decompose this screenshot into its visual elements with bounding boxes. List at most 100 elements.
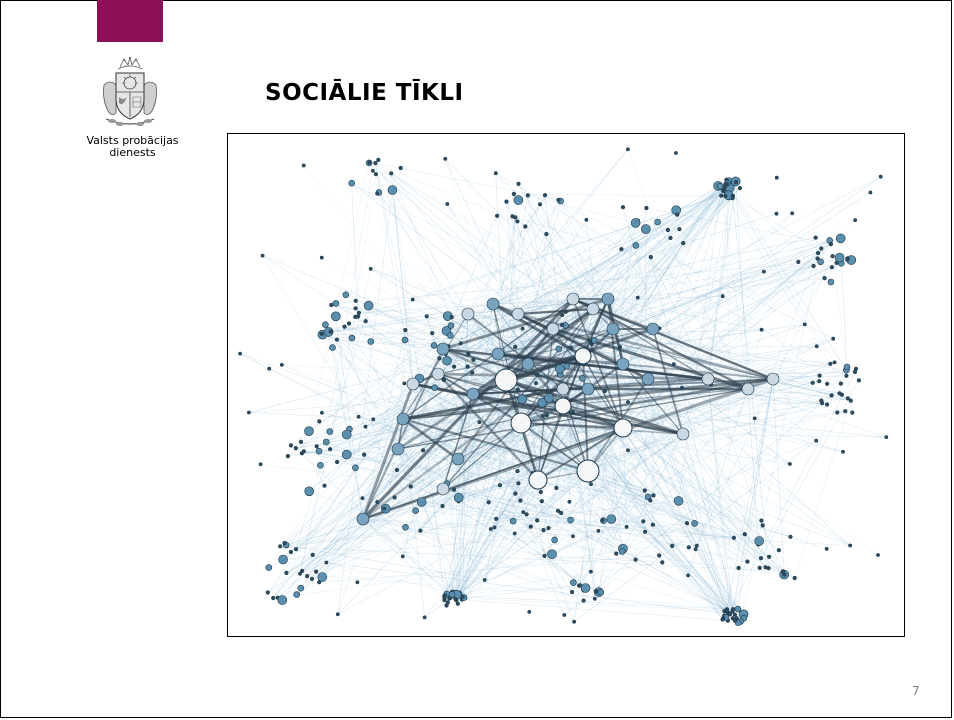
- network-node: [320, 410, 324, 415]
- coat-of-arms-icon: [98, 55, 162, 129]
- network-node: [589, 482, 593, 487]
- network-node: [293, 547, 299, 552]
- network-node: [284, 570, 289, 576]
- network-node: [731, 535, 737, 540]
- network-node: [657, 553, 662, 558]
- network-node: [492, 525, 497, 530]
- network-node: [815, 256, 820, 261]
- network-node: [570, 590, 575, 595]
- network-node: [418, 528, 423, 533]
- network-node: [304, 574, 310, 579]
- network-node: [278, 544, 283, 549]
- network-node: [567, 499, 572, 504]
- network-node: [494, 516, 499, 521]
- network-node: [445, 600, 450, 605]
- network-illustration: [227, 133, 905, 637]
- network-node: [455, 601, 460, 606]
- network-node: [363, 319, 368, 324]
- network-node: [387, 185, 398, 195]
- network-node: [486, 297, 500, 311]
- network-node: [546, 322, 560, 336]
- network-node: [430, 342, 438, 349]
- network-node: [686, 573, 691, 578]
- network-node: [648, 498, 653, 503]
- network-node: [648, 254, 653, 260]
- network-node: [670, 543, 675, 549]
- network-node: [447, 322, 455, 329]
- network-node: [641, 519, 646, 524]
- network-node: [515, 387, 520, 392]
- network-node: [278, 554, 288, 565]
- network-nodes: [238, 147, 889, 627]
- network-node: [416, 497, 427, 507]
- slide-title: SOCIĀLIE TĪKLI: [265, 80, 464, 106]
- network-node: [602, 388, 608, 394]
- network-node: [403, 328, 408, 333]
- network-node: [392, 495, 397, 500]
- network-node: [569, 345, 574, 351]
- network-node: [596, 528, 601, 533]
- network-node: [824, 402, 830, 407]
- network-node: [360, 496, 365, 501]
- network-node: [367, 338, 375, 345]
- network-node: [470, 370, 475, 375]
- network-node: [329, 344, 336, 351]
- network-node: [329, 302, 334, 308]
- network-node: [724, 181, 730, 186]
- network-node: [265, 564, 273, 571]
- network-node: [288, 549, 294, 555]
- network-node: [516, 181, 521, 186]
- hub-node: [613, 418, 633, 438]
- network-node: [341, 449, 352, 460]
- network-node: [758, 556, 764, 561]
- network-node: [776, 548, 782, 553]
- organization-name: Valsts probācijas dienests: [70, 135, 195, 159]
- network-node: [537, 397, 548, 408]
- network-node: [835, 410, 840, 415]
- network-node: [616, 357, 630, 371]
- network-node: [555, 508, 561, 513]
- network-node: [326, 428, 334, 435]
- network-node: [560, 313, 565, 318]
- network-node: [810, 380, 815, 385]
- network-node: [848, 543, 853, 548]
- network-node: [518, 498, 523, 503]
- network-node: [551, 536, 558, 544]
- network-node: [520, 326, 525, 331]
- network-node: [363, 300, 374, 311]
- network-node: [544, 231, 549, 237]
- network-node: [282, 540, 287, 546]
- network-node: [845, 257, 850, 262]
- network-node: [802, 322, 807, 327]
- organization-name-line2: dienests: [109, 146, 156, 159]
- network-node: [412, 507, 419, 515]
- network-node: [363, 424, 368, 429]
- network-node: [523, 224, 528, 229]
- network-node: [737, 185, 743, 191]
- network-node: [884, 435, 889, 440]
- network-node: [542, 553, 547, 559]
- network-node: [513, 491, 518, 496]
- network-node: [724, 608, 729, 613]
- network-node: [838, 381, 844, 386]
- network-node: [371, 417, 376, 422]
- network-node: [673, 151, 678, 155]
- network-node: [586, 302, 600, 316]
- network-node: [626, 448, 630, 453]
- network-node: [845, 396, 850, 401]
- hub-node: [574, 347, 592, 365]
- network-node: [370, 168, 375, 173]
- network-node: [584, 217, 589, 222]
- network-node: [279, 362, 284, 367]
- network-node: [554, 485, 559, 491]
- network-node: [734, 605, 742, 613]
- network-node: [521, 510, 526, 515]
- network-node: [819, 398, 824, 403]
- network-node: [453, 492, 464, 503]
- network-node: [813, 235, 818, 240]
- network-node: [841, 449, 845, 454]
- network-node: [817, 379, 822, 384]
- network-node: [815, 250, 821, 256]
- network-node: [319, 255, 324, 260]
- network-node: [540, 414, 545, 419]
